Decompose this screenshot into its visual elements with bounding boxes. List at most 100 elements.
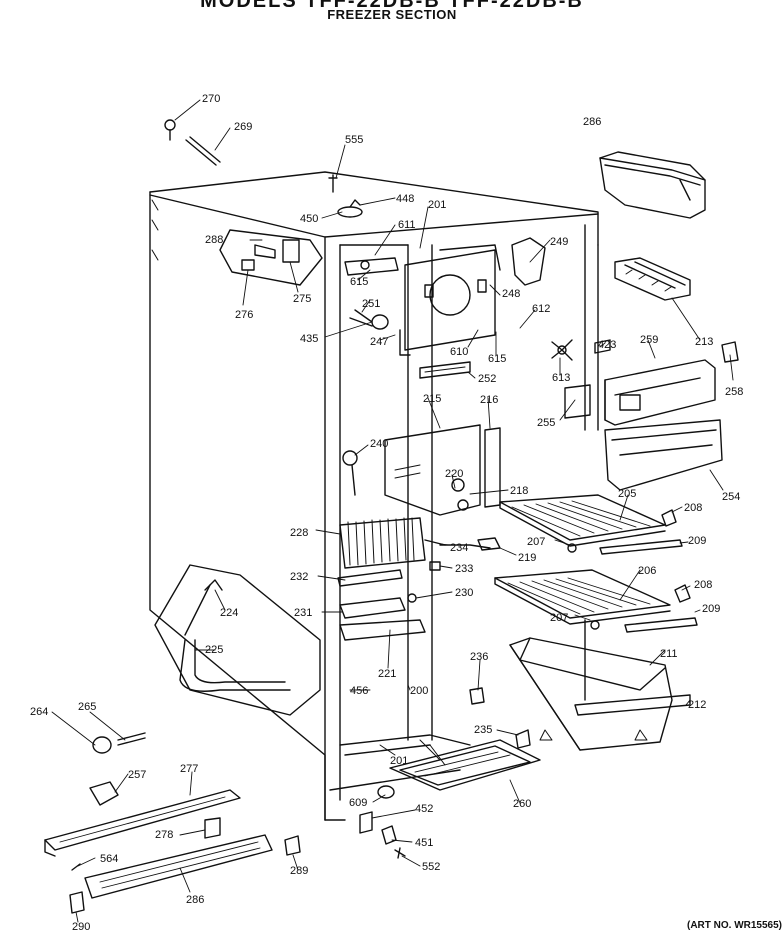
part-callout-247: 247 [370, 336, 388, 348]
part-callout-254: 254 [722, 491, 740, 503]
upper-wire-shelf [499, 494, 666, 547]
art-number: (ART NO. WR15565) [686, 920, 782, 931]
part-callout-208: 208 [684, 502, 702, 514]
ice-maker [604, 341, 739, 426]
bracket-452 [359, 811, 373, 834]
part-callout-257: 257 [128, 769, 146, 781]
part-callout-286: 286 [186, 894, 204, 906]
section-title: FREEZER SECTION [327, 7, 457, 22]
thermostat-control [344, 257, 399, 276]
sensor-240 [342, 450, 358, 496]
ice-storage-bin [509, 637, 691, 751]
part-callout-435: 435 [300, 333, 318, 345]
part-callout-201: 201 [390, 755, 408, 767]
part-callout-275: 275 [293, 293, 311, 305]
leader-lines [51, 99, 734, 923]
part-callout-231: 231 [294, 607, 312, 619]
part-callout-423: 423 [598, 339, 616, 351]
part-callout-230: 230 [455, 587, 473, 599]
part-callout-252: 252 [478, 373, 496, 385]
part-callout-289: 289 [290, 865, 308, 877]
part-callout-208: 208 [694, 579, 712, 591]
grille-252 [419, 361, 471, 379]
fan-blade-icon [551, 339, 573, 361]
part-callout-264: 264 [30, 706, 48, 718]
screw-270-icon [164, 119, 176, 141]
knob-257-icon [89, 781, 119, 806]
part-callout-456: 456 [350, 685, 368, 697]
lower-wire-shelf [494, 569, 671, 625]
part-callout-613: 613 [552, 372, 570, 384]
shelf-trim-209b [624, 617, 698, 633]
part-callout-219: 219 [518, 552, 536, 564]
part-callout-207: 207 [550, 612, 568, 624]
evaporator-cover [384, 424, 501, 516]
part-callout-258: 258 [725, 386, 743, 398]
motor-423 [594, 339, 611, 354]
toe-grille-rail [44, 789, 241, 857]
part-callout-555: 555 [345, 134, 363, 146]
part-callout-288: 288 [205, 234, 223, 246]
part-callout-259: 259 [640, 334, 658, 346]
part-callout-270: 270 [202, 93, 220, 105]
shelf-clip-208a-icon [661, 509, 677, 527]
part-callout-249: 249 [550, 236, 568, 248]
part-callout-251: 251 [362, 298, 380, 310]
part-callout-260: 260 [513, 798, 531, 810]
part-callout-277: 277 [180, 763, 198, 775]
clip-235-icon [515, 729, 531, 749]
part-callout-221: 221 [378, 668, 396, 680]
part-callout-218: 218 [510, 485, 528, 497]
part-callout-228: 228 [290, 527, 308, 539]
door-liner-panel [154, 564, 321, 716]
part-callout-209: 209 [688, 535, 706, 547]
part-callout-611: 611 [398, 219, 416, 231]
pin-265 [117, 732, 146, 746]
clip-290-icon [69, 891, 85, 914]
part-callout-286: 286 [583, 116, 601, 128]
thermostat-knob-icon [360, 260, 370, 270]
part-callout-278: 278 [155, 829, 173, 841]
ice-tray [614, 257, 691, 301]
part-callout-213: 213 [695, 336, 713, 348]
part-callout-564: 564 [100, 853, 118, 865]
defrost-heater [337, 569, 403, 587]
part-callout-200: 200 [410, 685, 428, 697]
part-callout-233: 233 [455, 563, 473, 575]
shelf-clip-208b-icon [674, 584, 691, 603]
bracket-236 [469, 687, 485, 705]
base-grille [84, 834, 273, 899]
part-callout-220: 220 [445, 468, 463, 480]
part-callout-235: 235 [474, 724, 492, 736]
part-callout-216: 216 [480, 394, 498, 406]
light-switch-housing [219, 229, 323, 286]
clip-289-icon [284, 835, 301, 856]
part-callout-610: 610 [450, 346, 468, 358]
part-callout-612: 612 [532, 303, 550, 315]
part-callout-234: 234 [450, 542, 468, 554]
part-callout-265: 265 [78, 701, 96, 713]
rod-269 [185, 136, 221, 166]
tube-234 [439, 544, 491, 549]
part-callout-450: 450 [300, 213, 318, 225]
part-callout-236: 236 [470, 651, 488, 663]
ice-maker-cover [604, 419, 723, 491]
drain-trough [339, 597, 426, 641]
part-callout-205: 205 [618, 488, 636, 500]
part-callout-448: 448 [396, 193, 414, 205]
part-callout-452: 452 [415, 803, 433, 815]
part-callout-255: 255 [537, 417, 555, 429]
part-callout-201: 201 [428, 199, 446, 211]
part-callout-207: 207 [527, 536, 545, 548]
part-callout-225: 225 [205, 644, 223, 656]
part-callout-615: 615 [488, 353, 506, 365]
part-451 [381, 825, 397, 845]
part-callout-215: 215 [423, 393, 441, 405]
part-callout-290: 290 [72, 921, 90, 933]
part-callout-609: 609 [349, 797, 367, 809]
freezer-cabinet-drawing [149, 171, 599, 821]
part-callout-276: 276 [235, 309, 253, 321]
shelf-trim-209a [599, 539, 683, 555]
light-socket [349, 309, 389, 330]
